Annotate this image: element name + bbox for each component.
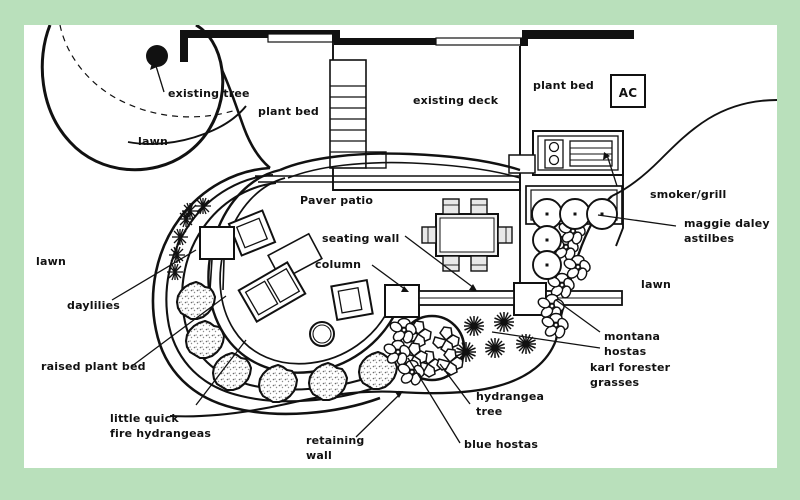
label-smoker-grill: smoker/grill bbox=[650, 188, 727, 201]
label-retaining-wall-1: retaining bbox=[306, 434, 364, 447]
plant-bed-left-boundary bbox=[127, 69, 271, 169]
leader-lines bbox=[111, 63, 677, 444]
label-maggie-daley-astilbes-1: maggie daley bbox=[684, 217, 770, 230]
seating-wall-run bbox=[384, 282, 623, 318]
label-raised-plant-bed: raised plant bed bbox=[41, 360, 146, 373]
maggie-daley-astilbes bbox=[531, 198, 618, 280]
label-hydrangea-tree-1: hydrangea bbox=[476, 390, 544, 403]
label-retaining-wall-2: wall bbox=[306, 449, 332, 462]
lounge-furniture bbox=[227, 209, 374, 347]
label-daylilies: daylilies bbox=[67, 299, 120, 312]
label-plant-bed-left: plant bed bbox=[258, 105, 319, 118]
label-existing-deck: existing deck bbox=[413, 94, 499, 107]
label-plant-bed-right: plant bed bbox=[533, 79, 594, 92]
label-karl-forester-grasses-2: grasses bbox=[590, 376, 639, 389]
label-little-quick-fire-hydrangeas-2: fire hydrangeas bbox=[110, 427, 211, 440]
label-montana-hostas-2: hostas bbox=[604, 345, 647, 358]
ac-unit-label: AC bbox=[619, 86, 638, 100]
label-lawn-left: lawn bbox=[36, 255, 66, 268]
patio-and-retaining-walls bbox=[151, 152, 521, 416]
label-column: column bbox=[315, 258, 361, 271]
label-maggie-daley-astilbes-2: astilbes bbox=[684, 232, 735, 245]
label-karl-forester-grasses-1: karl forester bbox=[590, 361, 671, 374]
label-blue-hostas: blue hostas bbox=[464, 438, 538, 451]
label-paver-patio: Paver patio bbox=[300, 194, 373, 207]
dining-set bbox=[421, 198, 513, 272]
plan-text-labels: existing tree plant bed lawn lawn existi… bbox=[36, 79, 770, 462]
existing-tree-canopy bbox=[40, 25, 237, 172]
existing-deck bbox=[255, 42, 521, 191]
column-left bbox=[384, 284, 420, 318]
label-little-quick-fire-hydrangeas-1: little quick bbox=[110, 412, 179, 425]
label-seating-wall: seating wall bbox=[322, 232, 400, 245]
label-montana-hostas-1: montana bbox=[604, 330, 660, 343]
label-existing-tree: existing tree bbox=[168, 87, 250, 100]
house-footprint bbox=[180, 30, 634, 62]
label-hydrangea-tree-2: tree bbox=[476, 405, 502, 418]
raised-plant-bed bbox=[199, 226, 235, 291]
dining-chairs bbox=[421, 198, 513, 272]
label-lawn-upper-left: lawn bbox=[138, 135, 168, 148]
label-lawn-right: lawn bbox=[641, 278, 671, 291]
ac-unit: AC bbox=[610, 74, 646, 108]
